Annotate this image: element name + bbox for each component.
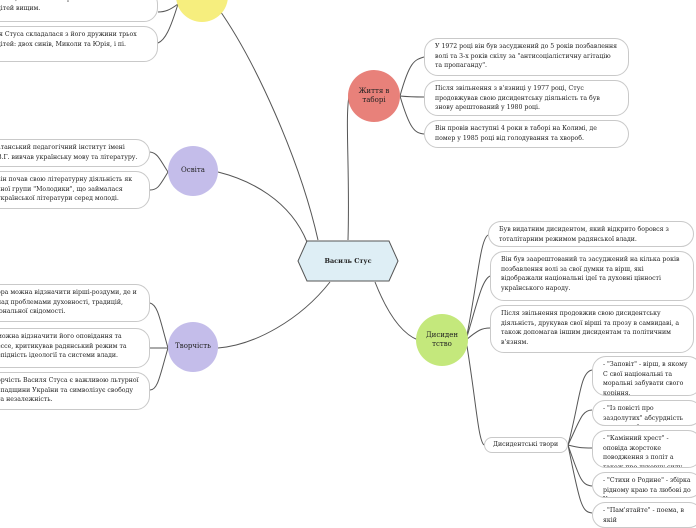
connector-dissident-4 (465, 339, 485, 446)
connector-center-education (217, 171, 308, 243)
connector-dissident-1 (465, 234, 489, 341)
connector-works-1 (567, 369, 593, 446)
node-family[interactable] (176, 0, 228, 22)
life-item-1[interactable]: У 1972 році він був засуджений до 5 рокі… (424, 38, 629, 76)
life-item-3[interactable]: Він провів наступні 4 роки в таборі на К… (424, 120, 629, 148)
dissident-work-4[interactable]: - "Стихи о Родине" - збірка рідному краю… (592, 472, 696, 498)
node-life-in-camp[interactable]: Життя в тaборі (348, 70, 400, 122)
connector-works-3 (567, 444, 593, 449)
creativity-item-2[interactable]: можна відзначити його оповідання та ессе… (0, 328, 150, 368)
connector-center-family (217, 7, 319, 241)
dissident-item-3[interactable]: Після звільнення продовжив свою дисидент… (490, 305, 694, 353)
node-creativity[interactable]: Творчість (168, 322, 218, 372)
dissident-works-label[interactable]: Дисидентські твори (484, 437, 568, 453)
connector-center-creativity (217, 281, 331, 349)
central-node-shape (297, 240, 399, 282)
node-dissidence[interactable]: Дисиден тство (416, 314, 468, 366)
connector-creativity-1 (149, 302, 169, 349)
life-item-2[interactable]: Після звільнення з в'язниці у 1977 році,… (424, 80, 629, 116)
dissident-work-2[interactable]: - "Із повісті про заздолутих" абсурдніст… (592, 400, 696, 426)
node-life-in-camp-label: Життя в тaборі (358, 86, 390, 104)
dissident-item-1[interactable]: Був видатним дисидентом, який відкрито б… (488, 221, 694, 247)
node-education-label: Освіта (181, 166, 205, 175)
connector-life-2 (399, 95, 425, 98)
connector-education-2 (149, 171, 169, 191)
node-dissidence-label: Дисиден тство (425, 330, 459, 348)
central-node-label: Василь Стус (324, 257, 372, 265)
creativity-item-1[interactable]: ора можна відзначити вірші-роздуми, де и… (0, 284, 150, 322)
connector-family-2 (157, 3, 179, 44)
connector-dissident-3 (465, 327, 491, 341)
connector-center-life (346, 95, 350, 241)
central-node[interactable]: Василь Стус (297, 240, 399, 282)
dissident-work-5[interactable]: - "Пам'ятайте" - поема, в якій (592, 502, 696, 528)
node-education[interactable]: Освіта (168, 146, 218, 196)
connector-creativity-3 (149, 347, 169, 391)
creativity-item-3[interactable]: орчість Василя Стуса є важливою льтурної… (0, 372, 150, 410)
connector-life-3 (399, 95, 425, 135)
education-item-2[interactable]: він почав свою літературну діяльність як… (0, 171, 150, 209)
connector-works-5 (567, 444, 593, 514)
connector-education-1 (149, 151, 169, 173)
education-item-1[interactable]: атанський педагогічний інститут імені В.… (0, 139, 150, 167)
connector-life-1 (399, 56, 425, 97)
node-creativity-label: Творчість (175, 342, 211, 351)
connector-family-1 (157, 3, 179, 13)
connector-works-2 (567, 409, 593, 446)
connector-dissident-2 (465, 275, 491, 341)
dissident-work-3[interactable]: - "Камінний хрест" - оповіда жорстоке по… (592, 430, 696, 468)
dissident-work-1[interactable]: - "Заповіт" - вірш, в якому С свої націо… (592, 356, 696, 396)
family-item-1[interactable]: сімно, але батьки старалися забезпечити … (0, 0, 158, 22)
dissident-item-2[interactable]: Він був заарештований та засуджений на к… (490, 251, 694, 301)
family-item-2[interactable]: ія Стуса складалася з його дружини трьох… (0, 26, 158, 62)
connector-works-4 (567, 444, 593, 487)
connector-center-dissident (374, 281, 419, 341)
